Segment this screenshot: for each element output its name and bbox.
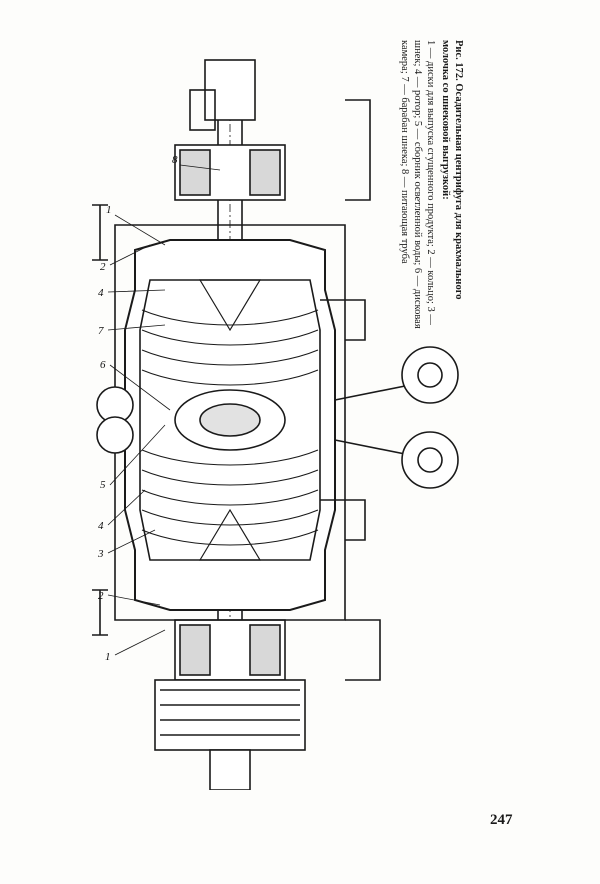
callout-1-top: 1 xyxy=(106,204,112,216)
figure-caption: Рис. 172. Осадительная центрифуга для кр… xyxy=(398,40,465,340)
callout-1-bottom: 1 xyxy=(105,651,111,663)
callout-2-top: 2 xyxy=(100,261,106,273)
caption-legend: 1 — диски для выпуска сгущенного продукт… xyxy=(399,40,436,329)
callout-8: 8 xyxy=(172,154,178,166)
callout-4-top: 4 xyxy=(98,287,104,299)
callout-7: 7 xyxy=(98,325,104,337)
callout-3: 3 xyxy=(97,548,104,560)
page-number: 247 xyxy=(490,812,513,828)
caption-title: Рис. 172. Осадительная центрифуга для кр… xyxy=(440,40,464,300)
callout-6: 6 xyxy=(100,359,106,371)
centrifuge-drawing: 1 2 4 7 6 5 4 3 2 1 8 xyxy=(92,59,459,790)
callout-4-bottom: 4 xyxy=(98,520,104,532)
callout-5: 5 xyxy=(100,479,106,491)
callout-2-bottom: 2 xyxy=(98,590,104,602)
